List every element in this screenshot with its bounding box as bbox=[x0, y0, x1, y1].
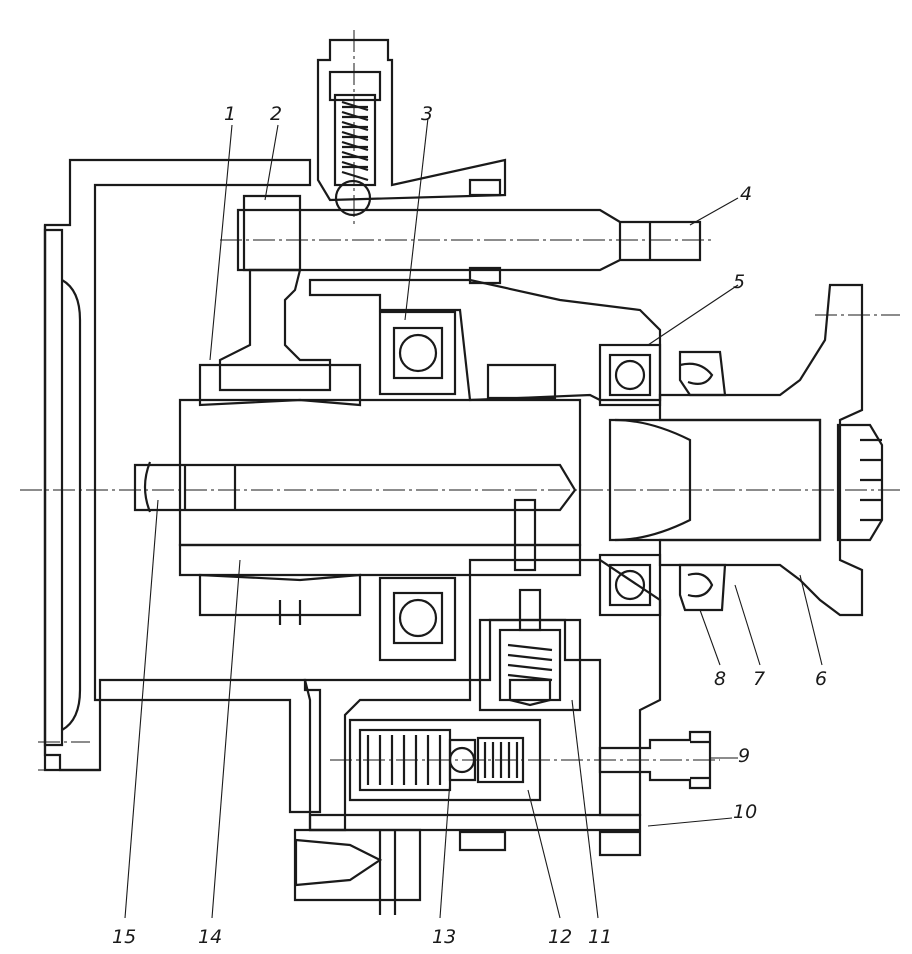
callout-3: 3 bbox=[421, 103, 433, 125]
callout-9: 9 bbox=[738, 745, 750, 767]
bottom-cover bbox=[293, 813, 642, 915]
callout-5: 5 bbox=[733, 271, 745, 293]
callout-4: 4 bbox=[740, 183, 752, 205]
bearing-right bbox=[598, 343, 662, 617]
center-housing bbox=[303, 278, 662, 832]
callout-6: 6 bbox=[815, 668, 827, 690]
callout-8: 8 bbox=[714, 668, 726, 690]
main-shaft bbox=[20, 363, 900, 577]
detent-housing bbox=[316, 30, 507, 285]
callout-2: 2 bbox=[270, 103, 282, 125]
callout-13: 13 bbox=[432, 926, 456, 948]
housing bbox=[38, 158, 322, 814]
oil-seal bbox=[678, 350, 727, 612]
shift-fork bbox=[218, 268, 332, 392]
callout-1: 1 bbox=[224, 103, 236, 125]
leader-lines bbox=[124, 117, 823, 919]
shift-rod bbox=[220, 194, 715, 272]
callout-11: 11 bbox=[588, 926, 612, 948]
output-flange bbox=[608, 283, 900, 617]
callout-labels: 1 2 3 4 5 6 7 8 9 10 11 12 13 14 15 bbox=[112, 103, 827, 948]
callout-12: 12 bbox=[548, 926, 572, 948]
oil-pump bbox=[330, 588, 720, 802]
callout-14: 14 bbox=[198, 926, 222, 948]
bearing-left bbox=[378, 310, 457, 662]
gear bbox=[198, 363, 362, 625]
bolt bbox=[598, 730, 712, 790]
callout-10: 10 bbox=[733, 801, 757, 823]
callout-15: 15 bbox=[112, 926, 136, 948]
callout-7: 7 bbox=[753, 668, 765, 690]
